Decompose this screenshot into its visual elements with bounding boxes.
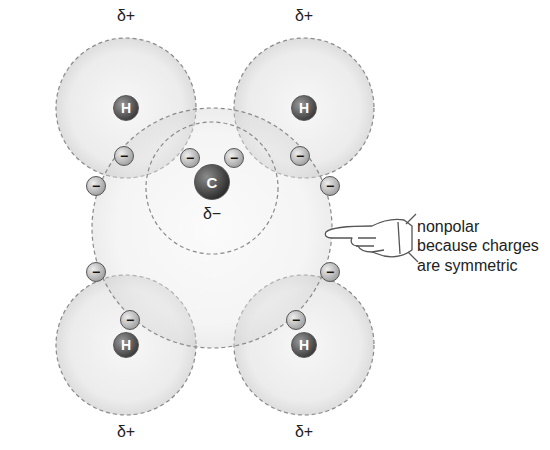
atom-label: H — [299, 101, 309, 115]
atom-label: − — [230, 151, 238, 165]
atom-label: − — [120, 149, 128, 163]
carbon-inner-shell — [146, 122, 278, 254]
carbon-atom: C — [194, 164, 230, 200]
callout-note: nonpolar because charges are symmetric — [417, 217, 539, 275]
partial-charge: δ+ — [117, 422, 135, 441]
atom-label: C — [207, 175, 218, 190]
atom-label: − — [92, 179, 100, 193]
hydrogen-atom: H — [291, 95, 317, 121]
partial-charge: δ+ — [295, 422, 313, 441]
atom-label: − — [92, 265, 100, 279]
electron: − — [86, 262, 106, 282]
atom-label: − — [326, 179, 334, 193]
partial-charge: δ+ — [295, 6, 313, 25]
hydrogen-atom: H — [113, 95, 139, 121]
electron: − — [290, 146, 310, 166]
pointing-hand — [325, 214, 418, 262]
electron: − — [114, 146, 134, 166]
electron: − — [320, 176, 340, 196]
atom-label: H — [121, 338, 131, 352]
carbon-outer-shell — [92, 108, 332, 348]
electron: − — [224, 148, 244, 168]
electron: − — [286, 310, 306, 330]
electron: − — [180, 148, 200, 168]
partial-charge: δ+ — [117, 6, 135, 25]
atom-label: − — [292, 313, 300, 327]
atom-label: H — [121, 101, 131, 115]
hydrogen-atom: H — [113, 332, 139, 358]
partial-charge: δ− — [203, 204, 221, 223]
electron: − — [86, 176, 106, 196]
atom-label: − — [126, 313, 134, 327]
atom-label: − — [326, 265, 334, 279]
atom-label: − — [296, 149, 304, 163]
electron: − — [120, 310, 140, 330]
atom-label: H — [299, 338, 309, 352]
electron: − — [320, 262, 340, 282]
atom-label: − — [186, 151, 194, 165]
hydrogen-atom: H — [291, 332, 317, 358]
